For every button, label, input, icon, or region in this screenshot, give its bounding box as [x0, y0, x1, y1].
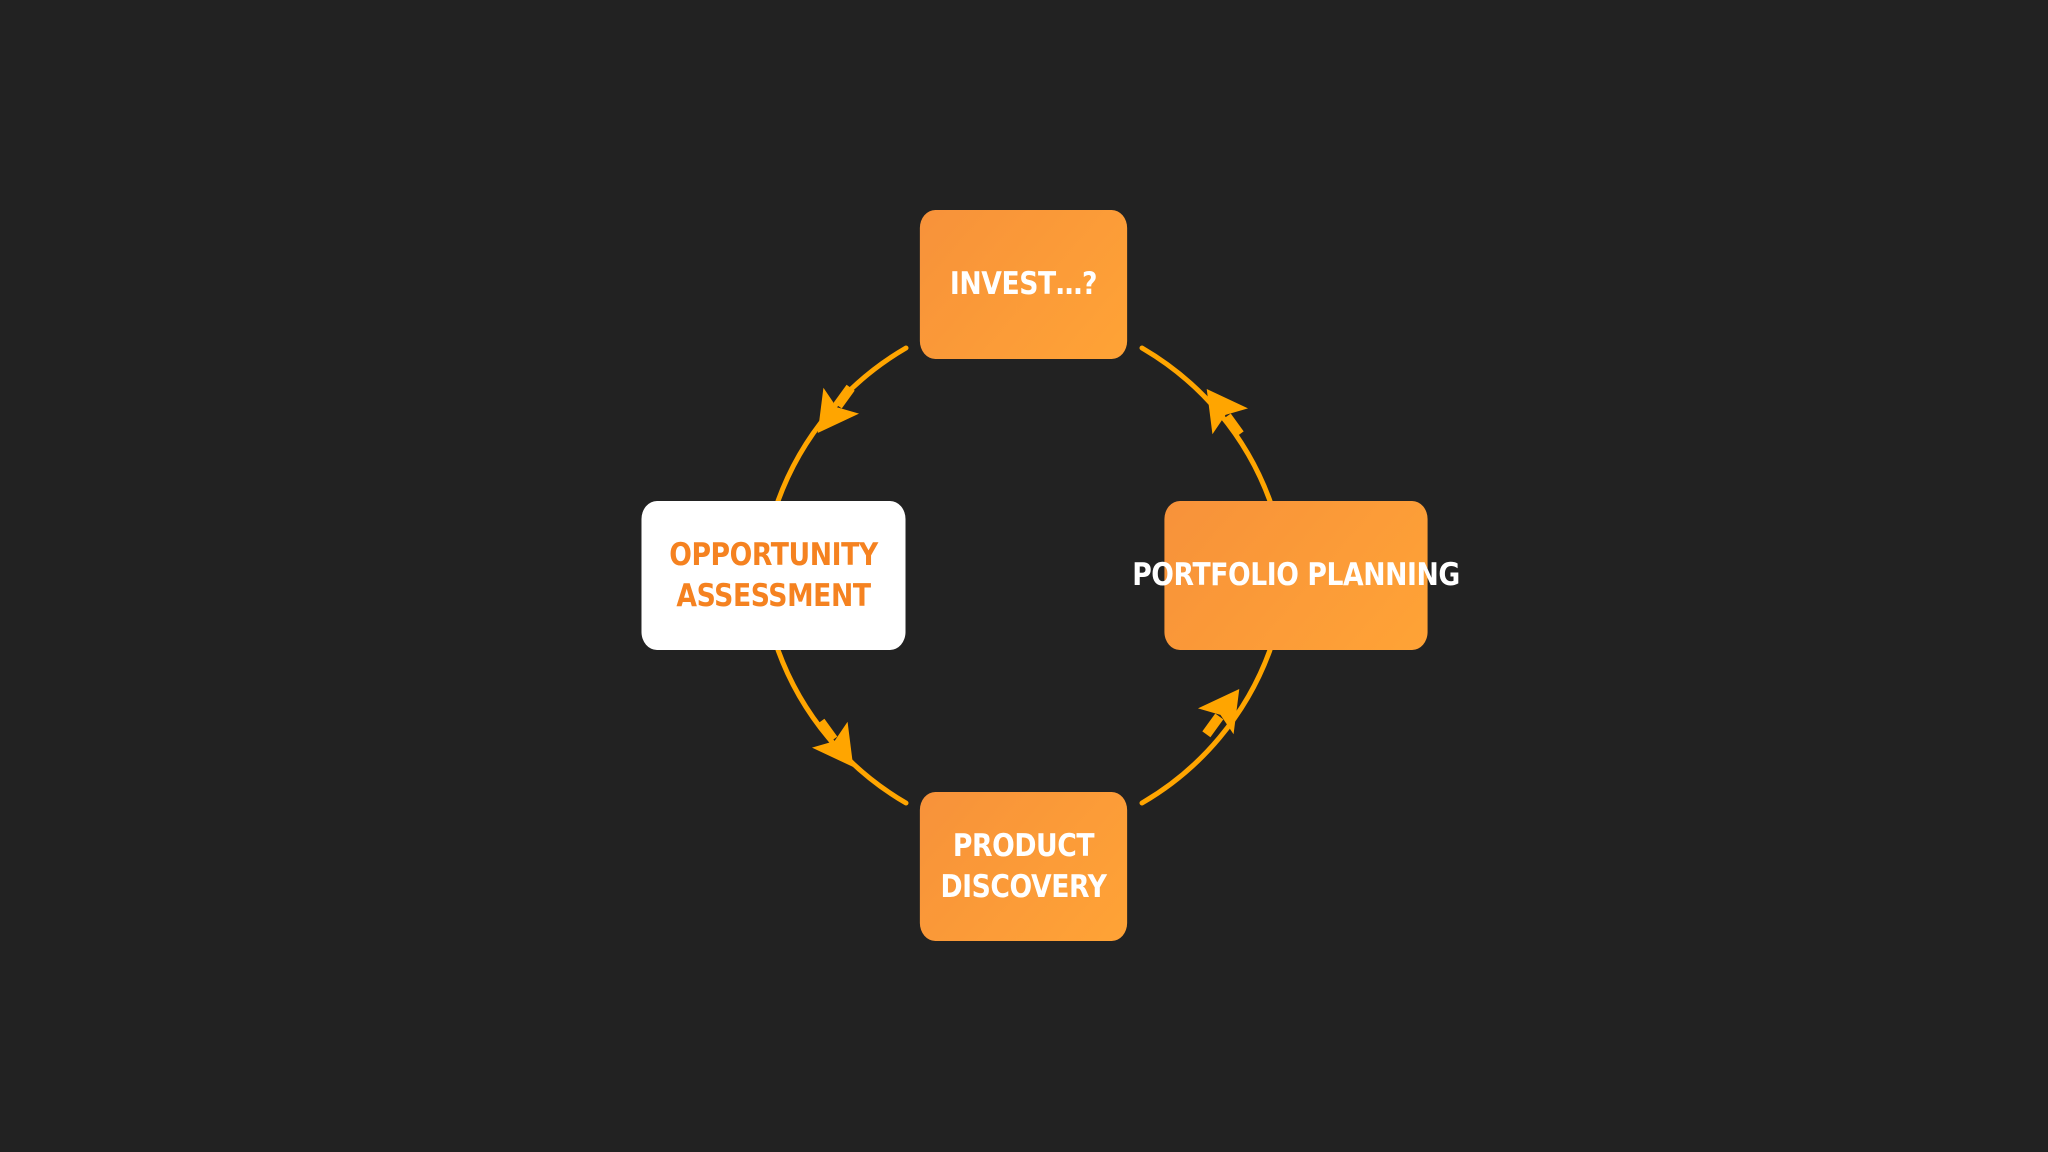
- arrow-portfolio-to-invest-icon: [1206, 388, 1249, 438]
- node-product-discovery: PRODUCT DISCOVERY: [919, 792, 1128, 941]
- arc-product-to-portfolio: [1139, 647, 1273, 806]
- arc-portfolio-to-invest: [1139, 345, 1273, 504]
- node-opportunity-assessment-label-line-2: ASSESSMENT: [676, 577, 871, 614]
- arc-invest-to-opportunity: [775, 345, 909, 504]
- arrow-opportunity-to-product-icon: [811, 718, 854, 768]
- node-product-discovery-label-line-2: DISCOVERY: [940, 868, 1107, 905]
- node-invest: INVEST…?: [919, 210, 1128, 359]
- arc-opportunity-to-product: [775, 647, 909, 806]
- arrow-product-to-portfolio-icon: [1197, 688, 1240, 738]
- node-invest-label-line-1: INVEST…?: [949, 266, 1098, 302]
- node-portfolio-planning: PORTFOLIO PLANNING: [1132, 501, 1460, 650]
- node-product-discovery-label-line-1: PRODUCT: [952, 827, 1095, 864]
- node-opportunity-assessment: OPPORTUNITY ASSESSMENT: [641, 501, 906, 650]
- node-opportunity-assessment-label-line-1: OPPORTUNITY: [669, 536, 878, 573]
- arrow-invest-to-opportunity-icon: [817, 384, 860, 434]
- node-portfolio-planning-label-line-1: PORTFOLIO PLANNING: [1132, 557, 1460, 593]
